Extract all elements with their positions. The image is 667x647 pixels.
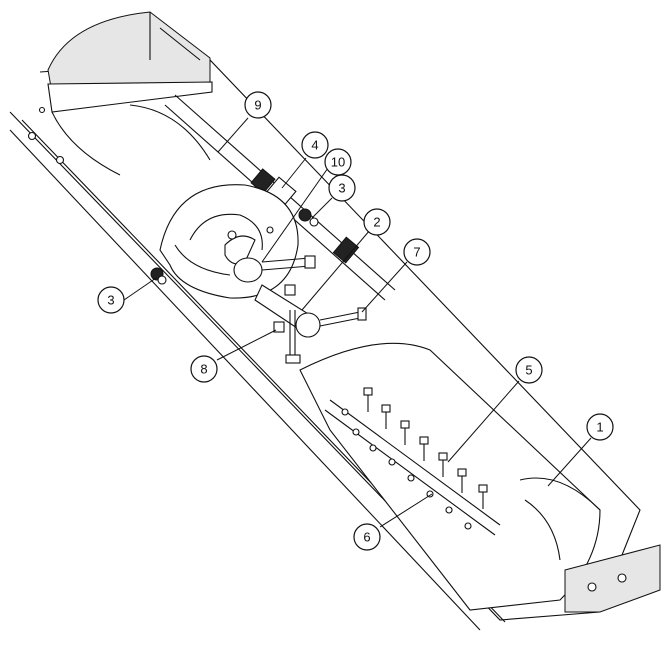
leader-8 — [216, 329, 277, 361]
callout-7-label: 7 — [413, 245, 420, 260]
callout-5-label: 5 — [525, 363, 532, 378]
callout-4-label: 4 — [311, 138, 318, 153]
bolt-2 — [381, 404, 391, 429]
leader-1 — [547, 437, 592, 487]
leader-7 — [361, 261, 408, 313]
auger-flighting — [159, 184, 299, 299]
bearing-set — [150, 168, 360, 285]
callout-7: 7 — [403, 238, 431, 266]
callout-9: 9 — [244, 91, 272, 119]
callout-3-upper: 3 — [328, 174, 356, 202]
callout-10: 10 — [324, 148, 352, 176]
callout-6-label: 6 — [363, 530, 370, 545]
flange-bolt-row — [324, 387, 501, 536]
bolt-5 — [438, 452, 448, 477]
callout-10-label: 10 — [331, 155, 345, 170]
callout-3-upper-label: 3 — [338, 181, 345, 196]
leader-4 — [281, 157, 307, 189]
callout-3-lower-label: 3 — [107, 293, 114, 308]
leader-6 — [379, 493, 433, 528]
bolt-3 — [400, 420, 410, 445]
leader-3b — [123, 277, 157, 301]
callout-8-label: 8 — [200, 362, 207, 377]
callout-2-label: 2 — [373, 215, 380, 230]
leader-9 — [217, 117, 249, 153]
leader-lines — [123, 117, 592, 528]
callout-9-label: 9 — [254, 98, 261, 113]
trough-body — [9, 11, 661, 631]
hanger-bracket — [233, 255, 367, 364]
callout-8: 8 — [190, 355, 218, 383]
callout-4: 4 — [301, 131, 329, 159]
bolt-6 — [457, 468, 467, 493]
bolt-1 — [363, 387, 373, 412]
leader-2 — [301, 229, 371, 311]
callout-1: 1 — [586, 413, 614, 441]
callout-5: 5 — [515, 356, 543, 384]
leader-10 — [261, 167, 329, 263]
leader-5 — [447, 380, 520, 463]
bolt-7 — [478, 484, 488, 509]
bolt-4 — [419, 436, 429, 461]
callout-1-label: 1 — [596, 420, 603, 435]
leader-3a — [311, 197, 333, 219]
callout-3-lower: 3 — [97, 286, 125, 314]
callout-2: 2 — [363, 208, 391, 236]
callout-6: 6 — [353, 523, 381, 551]
